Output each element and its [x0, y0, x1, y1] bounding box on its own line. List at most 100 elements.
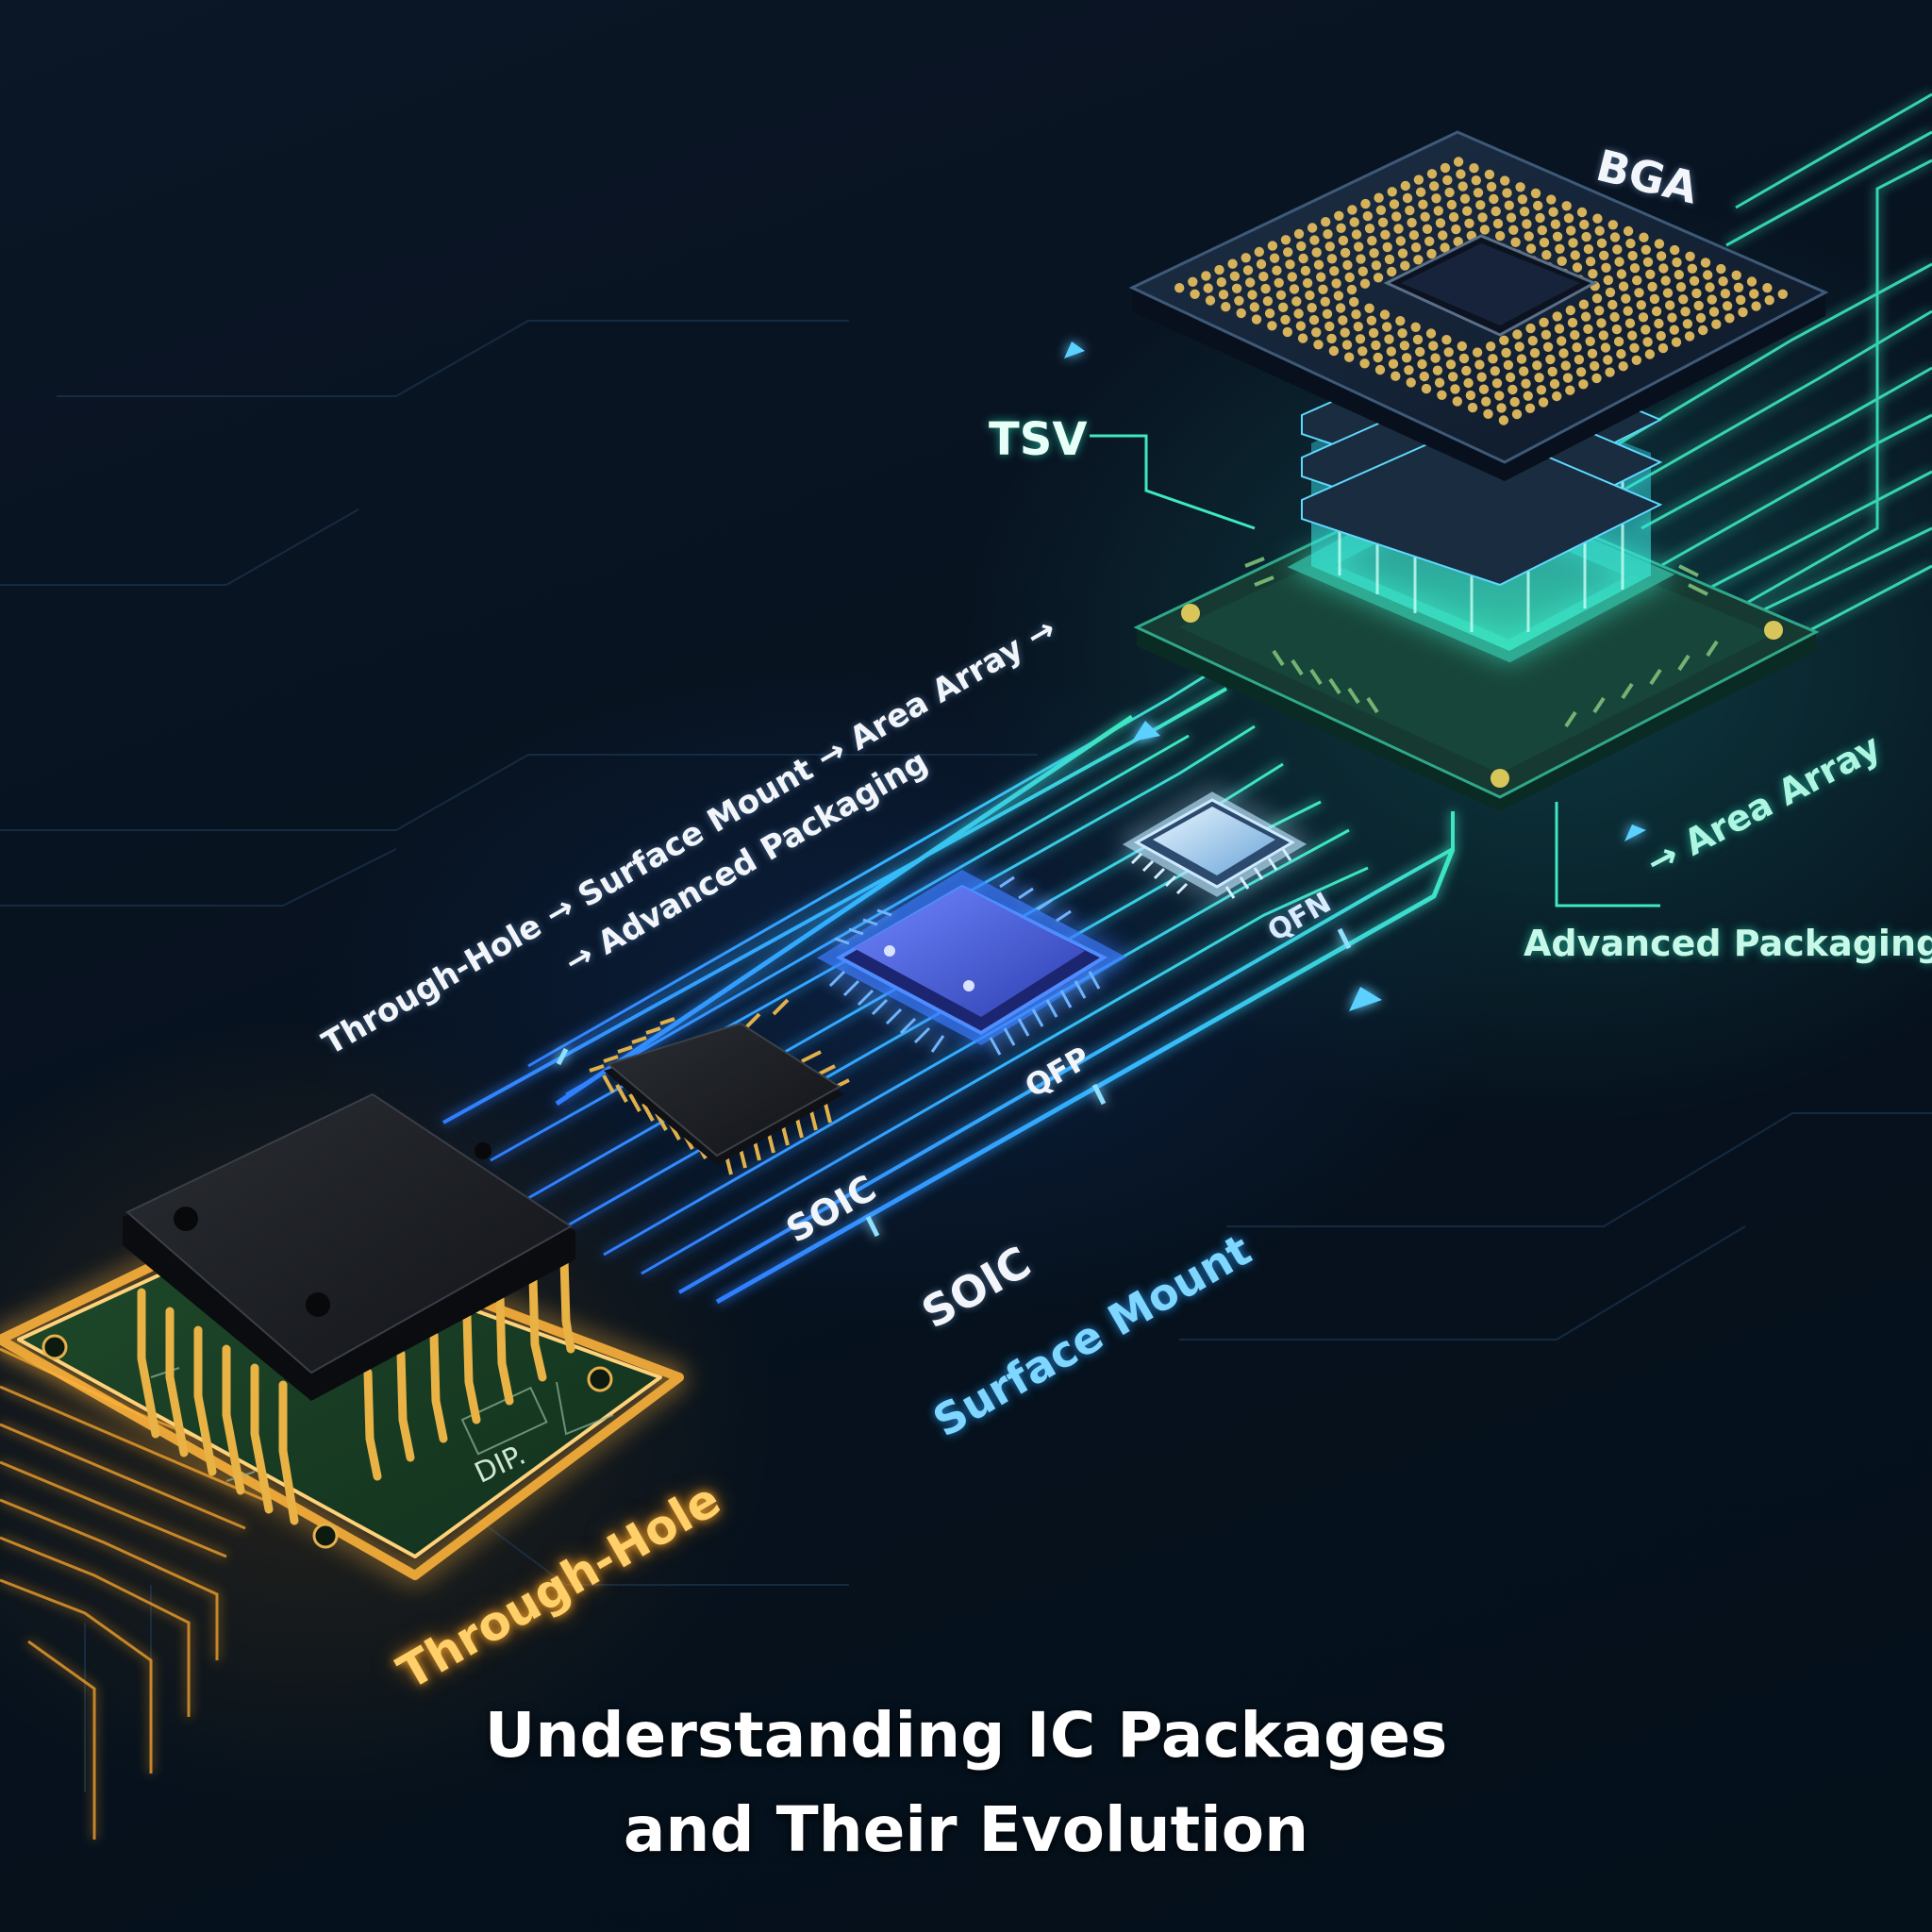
bga-solder-ball — [1283, 247, 1293, 258]
bga-solder-ball — [1280, 314, 1291, 325]
bga-solder-ball — [1685, 251, 1695, 261]
bga-solder-ball — [1609, 311, 1620, 323]
bga-solder-ball — [1415, 346, 1425, 358]
bga-solder-ball — [1338, 315, 1348, 325]
bga-solder-ball — [1274, 277, 1284, 288]
bga-solder-ball — [1426, 248, 1437, 259]
bga-solder-ball — [1349, 296, 1359, 308]
bga-solder-ball — [1716, 263, 1726, 275]
bga-solder-ball — [1632, 275, 1642, 286]
bga-solder-ball — [1264, 308, 1275, 319]
bga-solder-ball — [1431, 193, 1441, 204]
bga-solder-ball — [1629, 263, 1641, 274]
bga-solder-ball — [1700, 258, 1711, 268]
bga-solder-ball — [1418, 199, 1428, 209]
bga-solder-ball — [1221, 302, 1231, 312]
bga-solder-ball — [1410, 322, 1421, 332]
bga-solder-ball — [1229, 271, 1241, 281]
bga-solder-ball — [1552, 311, 1562, 322]
bga-solder-ball — [1389, 199, 1400, 209]
bga-solder-ball — [1494, 391, 1505, 401]
bga-solder-ball — [1251, 314, 1262, 325]
bga-solder-ball — [1521, 378, 1531, 389]
bga-solder-ball — [1545, 354, 1556, 365]
bga-solder-ball — [1578, 379, 1589, 390]
bga-solder-ball — [1651, 306, 1662, 317]
bga-solder-ball — [1509, 396, 1520, 408]
bga-solder-ball — [1486, 181, 1497, 192]
bga-solder-ball — [1391, 211, 1402, 222]
bga-solder-ball — [1424, 236, 1435, 246]
bga-solder-ball — [1451, 224, 1461, 235]
bga-solder-ball — [1346, 284, 1357, 295]
bga-solder-ball — [1591, 373, 1602, 384]
bga-solder-ball — [1512, 329, 1523, 340]
bga-solder-ball — [1472, 347, 1483, 358]
bga-solder-ball — [1298, 253, 1308, 264]
bga-solder-ball — [1351, 229, 1362, 240]
bga-solder-ball — [1675, 282, 1687, 292]
bga-solder-ball — [1380, 229, 1391, 240]
bga-solder-ball — [1562, 373, 1574, 383]
bga-solder-ball — [1231, 283, 1242, 293]
bga-solder-ball — [1565, 305, 1576, 316]
bga-solder-ball — [1387, 266, 1397, 277]
bga-solder-ball — [1639, 232, 1649, 242]
bga-solder-ball — [1548, 207, 1558, 217]
bga-solder-ball — [1583, 324, 1593, 334]
bga-solder-ball — [1456, 169, 1466, 179]
bga-solder-ball — [1374, 364, 1386, 375]
bga-solder-ball — [1344, 352, 1355, 362]
bga-solder-ball — [1282, 326, 1293, 338]
bga-solder-ball — [1621, 293, 1631, 304]
bga-solder-ball — [1461, 365, 1472, 376]
bga-solder-ball — [1349, 217, 1359, 227]
bga-solder-ball — [1563, 213, 1574, 224]
bga-solder-ball — [1592, 213, 1603, 224]
dip-package — [0, 1092, 684, 1580]
bga-solder-ball — [1481, 396, 1491, 407]
bga-solder-ball — [1514, 341, 1524, 352]
bga-solder-ball — [1613, 336, 1624, 347]
bga-solder-ball — [1557, 256, 1567, 266]
bga-solder-ball — [1458, 353, 1470, 364]
bga-solder-ball — [1249, 302, 1260, 312]
bga-solder-ball — [1402, 192, 1413, 204]
bga-solder-ball — [1344, 272, 1355, 283]
bga-solder-ball — [1568, 238, 1578, 248]
bga-solder-ball — [1625, 238, 1636, 249]
bga-solder-ball — [1572, 262, 1583, 273]
qfp-package — [816, 869, 1127, 1056]
bga-solder-ball — [1309, 235, 1320, 245]
bga-solder-ball — [1331, 278, 1341, 289]
bga-solder-ball — [1552, 391, 1562, 402]
bga-solder-ball — [1607, 299, 1618, 310]
bga-solder-ball — [1614, 257, 1624, 267]
bga-solder-ball — [1316, 272, 1326, 282]
bga-solder-ball — [1530, 188, 1541, 199]
bga-solder-ball — [1420, 211, 1430, 222]
bga-solder-ball — [1214, 264, 1224, 275]
bga-solder-ball — [1429, 181, 1440, 192]
bga-solder-ball — [1340, 327, 1350, 338]
bga-solder-ball — [1691, 288, 1702, 299]
bga-solder-ball — [1347, 205, 1357, 215]
bga-solder-ball — [1508, 225, 1519, 235]
bga-solder-ball — [1605, 367, 1615, 377]
bga-solder-ball — [1532, 360, 1542, 371]
bga-solder-ball — [1629, 342, 1640, 353]
bga-solder-ball — [1467, 402, 1478, 413]
bga-solder-ball — [1366, 315, 1377, 325]
bga-solder-ball — [1492, 218, 1504, 229]
bga-solder-ball — [1247, 290, 1257, 300]
bga-solder-ball — [1705, 282, 1715, 292]
soic-package — [589, 998, 850, 1175]
bga-solder-ball — [1397, 328, 1407, 339]
bga-solder-ball — [1341, 340, 1353, 350]
bga-solder-ball — [1585, 336, 1595, 346]
bga-solder-ball — [1654, 318, 1664, 329]
bga-solder-ball — [1285, 259, 1295, 270]
bga-solder-ball — [1491, 206, 1501, 217]
bga-solder-ball — [1393, 224, 1404, 234]
bga-solder-ball — [1575, 367, 1587, 377]
